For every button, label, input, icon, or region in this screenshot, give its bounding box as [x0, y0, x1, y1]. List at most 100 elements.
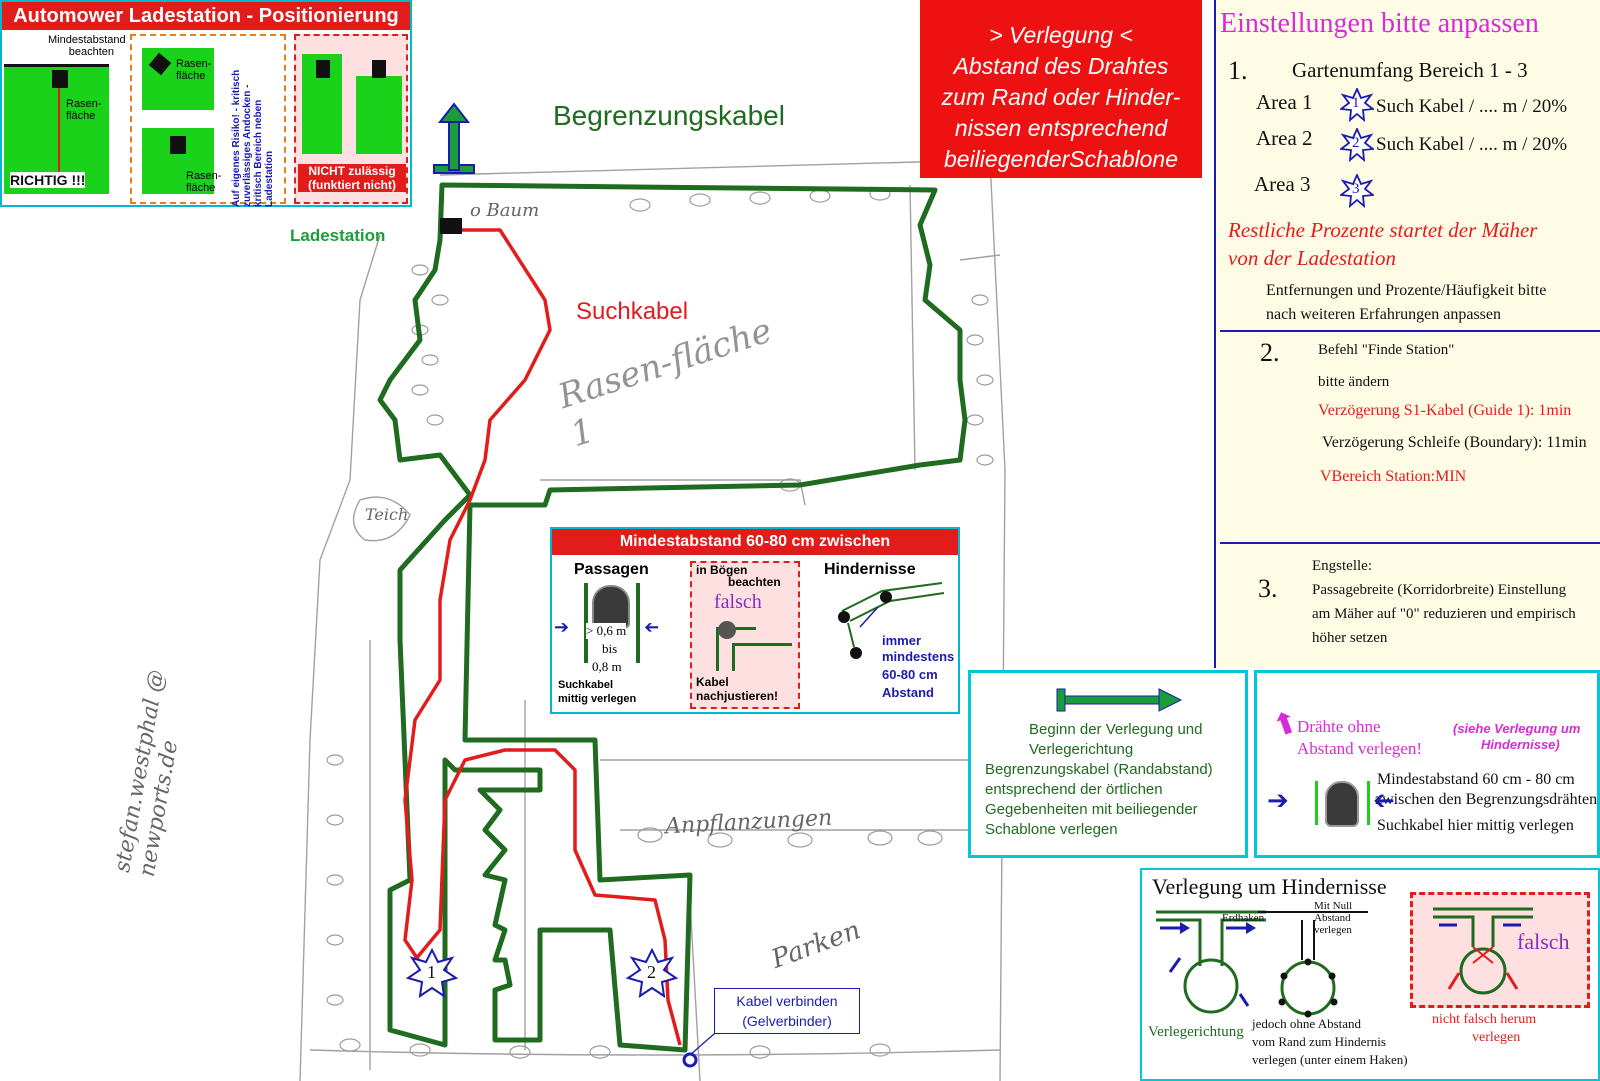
- area2-label: Area 2: [1256, 126, 1313, 150]
- star1-number: 1: [1352, 95, 1360, 111]
- area3-star-icon-panel: 3: [1338, 172, 1376, 209]
- area2-star-icon: [625, 947, 679, 999]
- note-line1: (siehe Verlegung um: [1453, 721, 1581, 736]
- guide-cable: [403, 228, 552, 971]
- curves-panel: in Bögen beachten falsch Kabel nachjusti…: [690, 561, 800, 709]
- boundary-cable: [377, 182, 968, 1053]
- rasen-label-3: Rasen- fläche: [186, 170, 222, 194]
- falsch-label: falsch: [714, 591, 762, 613]
- area2-value: Such Kabel / .... m / 20%: [1376, 134, 1568, 155]
- wrong-obstacle-panel: falsch: [1410, 892, 1590, 1008]
- obstacle-instruction-box: Verlegung um Hindernisse Verlegerichtung…: [1140, 868, 1600, 1081]
- area3-label: Area 3: [1254, 172, 1311, 196]
- beginn-line2: Verlegerichtung: [1029, 741, 1134, 758]
- ladestation-label: Ladestation: [290, 226, 386, 245]
- hook-obstacle-diagram: [1258, 911, 1368, 1018]
- min-abstand-label: Mindestabstand beachten: [48, 34, 126, 58]
- s3-line1: Engstelle:: [1312, 558, 1372, 574]
- immer-2: mindestens: [882, 649, 955, 664]
- suchkabel-label: Suchkabel: [576, 298, 689, 325]
- star2-number: 2: [1352, 135, 1360, 151]
- cable-connector-icon: [682, 1052, 698, 1068]
- dist-line1: > 0,6 m: [586, 623, 627, 639]
- beginn-line4: entsprechend der örtlichen: [985, 781, 1163, 798]
- settings-title: Einstellungen bitte anpassen: [1220, 8, 1539, 39]
- verlegung-line5: beiliegenderSchablone: [943, 146, 1179, 172]
- note-line2: Hindernisse): [1481, 737, 1560, 752]
- jedoch-3: verlegen (unter einem Haken): [1252, 1052, 1408, 1067]
- suchkabel-mittig-1: Suchkabel: [558, 679, 614, 691]
- correct-obstacle-diagram: [1156, 910, 1266, 1014]
- nachjust-2: nachjustieren!: [696, 689, 779, 703]
- s2-line1: Befehl "Finde Station": [1318, 342, 1455, 358]
- arrow-right-icon-2: ➔: [1267, 785, 1289, 815]
- s3-line4: höher setzen: [1312, 630, 1388, 646]
- hindernisse-title: Verlegung um Hindernisse: [1152, 874, 1387, 899]
- falsch-label-2: falsch: [1517, 929, 1570, 954]
- gelverbinder-text: (Gelverbinder): [742, 1013, 832, 1029]
- immer-1: immer: [882, 633, 922, 648]
- arrow-left-icon: ➔: [554, 617, 570, 637]
- s2-line2: bitte ändern: [1318, 374, 1390, 390]
- area1-star-icon: [405, 947, 459, 999]
- rest-line1: Restliche Prozente startet der Mäher: [1228, 218, 1538, 242]
- min-line1: Mindestabstand 60 cm - 80 cm: [1377, 771, 1575, 788]
- min-distance-title: Mindestabstand 60-80 cm zwischen Begrenz…: [552, 529, 958, 576]
- area1-marker: 1: [427, 962, 436, 982]
- draehte-line1: Drähte ohne: [1297, 717, 1381, 736]
- s2-line3: Verzögerung S1-Kabel (Guide 1): 1min: [1318, 402, 1572, 419]
- verlegung-line1: > Verlegung <: [989, 22, 1133, 48]
- passagen-label: Passagen: [574, 561, 649, 578]
- section1-number: 1.: [1228, 56, 1248, 85]
- section1-title: Gartenumfang Bereich 1 - 3: [1292, 58, 1528, 82]
- s3-line3: am Mäher auf "0" reduzieren und empirisc…: [1312, 606, 1576, 622]
- entf-line2: nach weiteren Erfahrungen anpassen: [1266, 306, 1501, 323]
- min-distance-legend: Mindestabstand 60-80 cm zwischen Begrenz…: [550, 527, 960, 714]
- immer-3: 60-80 cm: [882, 667, 938, 682]
- erdhaken-label: Erdhaken: [1222, 912, 1265, 924]
- correct-panel: Mindestabstand beachten Rasen- fläche RI…: [4, 34, 126, 204]
- beginn-line1: Beginn der Verlegung und: [1029, 721, 1203, 738]
- not-allowed-panel: NICHT zulässig (funktiert nicht): [294, 34, 408, 204]
- jedoch-2: vom Rand zum Hindernis: [1252, 1034, 1386, 1049]
- wires-instruction-box: ⬆ Drähte ohne Abstand verlegen! (siehe V…: [1254, 670, 1600, 858]
- hedge-bushes: [326, 187, 994, 1059]
- section2-number: 2.: [1260, 338, 1280, 367]
- beginn-line3: Begrenzungskabel (Randabstand): [985, 761, 1213, 778]
- hindernisse-label: Hindernisse: [824, 561, 916, 578]
- section-divider-2: [1220, 542, 1600, 544]
- verlegerichtung-label: Verlegerichtung: [1148, 1024, 1244, 1040]
- verlegung-line4: nissen entsprechend: [954, 115, 1168, 141]
- s2-line4: Verzögerung Schleife (Boundary): 11min: [1322, 434, 1587, 451]
- mower-icon-2: [1325, 781, 1359, 827]
- suchkabel-mittig-2: mittig verlegen: [558, 693, 637, 705]
- boegen-1: in Bögen: [696, 563, 748, 577]
- nicht-zulaessig-label: NICHT zulässig (funktiert nicht): [298, 164, 406, 192]
- legend-title: Automower Ladestation - Positionierung: [2, 2, 410, 30]
- charging-station-icon: [440, 218, 462, 234]
- begrenzungskabel-label: Begrenzungskabel: [553, 100, 785, 131]
- s2-line5: VBereich Station:MIN: [1320, 468, 1467, 485]
- nachjust-1: Kabel: [696, 675, 729, 689]
- rest-line2: von der Ladestation: [1228, 246, 1396, 270]
- arrow-right-icon: ➔: [644, 617, 660, 637]
- start-instruction-box: Beginn der Verlegung und Verlegerichtung…: [968, 670, 1248, 858]
- beginn-line6: Schablone verlegen: [985, 821, 1118, 838]
- mit-null-1: Mit Null: [1314, 900, 1353, 912]
- station-icon: [52, 70, 68, 88]
- area2-marker: 2: [647, 962, 656, 982]
- draehte-line2: Abstand verlegen!: [1297, 739, 1423, 758]
- section-divider-1: [1220, 330, 1600, 332]
- baum-label: o Baum: [470, 200, 540, 221]
- teich-label: Teich: [365, 505, 409, 524]
- nicht-1: nicht falsch herum: [1432, 1012, 1537, 1027]
- verlegung-line3: zum Rand oder Hinder-: [941, 84, 1181, 110]
- start-arrow-icon: [1056, 688, 1183, 712]
- mittig-line: Suchkabel hier mittig verlegen: [1377, 817, 1574, 834]
- settings-panel: Einstellungen bitte anpassen 1. Gartenum…: [1214, 0, 1600, 668]
- mit-null-2: Abstand: [1314, 912, 1351, 924]
- section3-number: 3.: [1258, 574, 1278, 603]
- mit-null-3: verlegen: [1314, 924, 1352, 936]
- kabel-verbinden-text: Kabel verbinden: [736, 993, 838, 1009]
